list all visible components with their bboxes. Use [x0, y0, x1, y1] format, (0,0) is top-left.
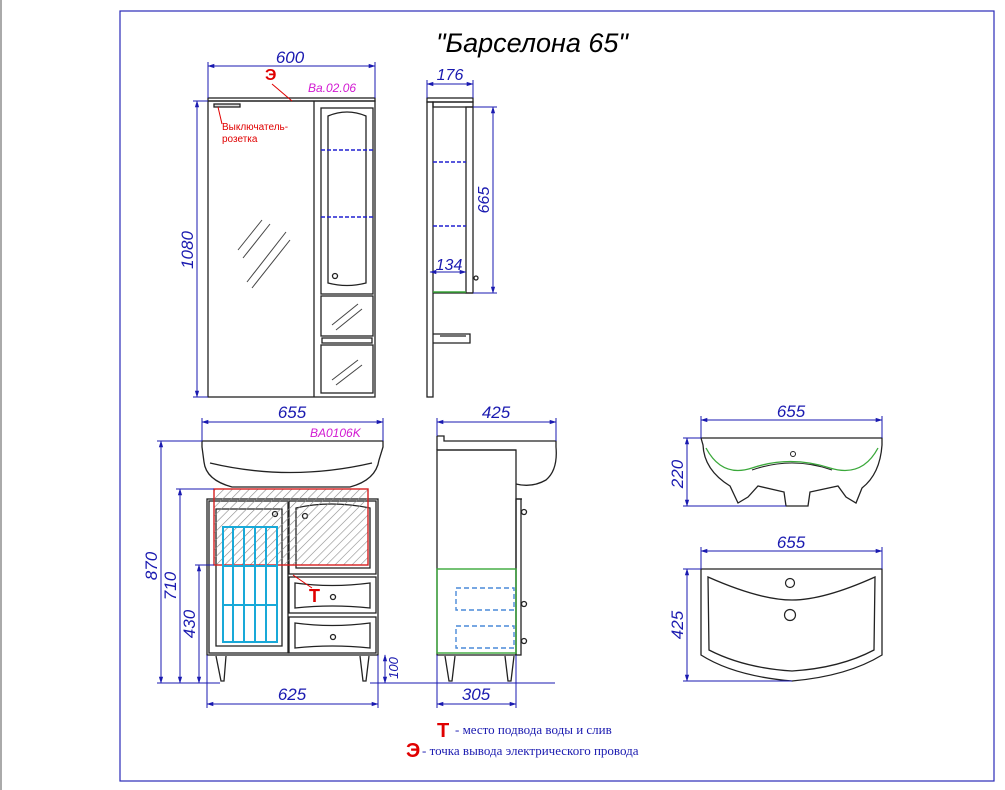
dim-vanity-total-height-label: 870	[142, 551, 161, 580]
dim-sink-top-width	[700, 547, 883, 569]
electric-marker: Э	[265, 67, 276, 84]
dim-vanity-depth-top	[436, 418, 557, 441]
dim-vanity-depth-bottom-label: 305	[462, 685, 491, 704]
dim-mirror-width-label: 600	[276, 48, 305, 67]
dim-vanity-total-height	[157, 440, 220, 684]
vanity-side	[436, 435, 557, 682]
dim-vanity-inner-height-label: 430	[180, 609, 199, 638]
water-marker: Т	[309, 586, 320, 606]
dim-shelf-depth-label: 134	[436, 257, 463, 274]
dim-vanity-depth-bottom	[436, 655, 517, 708]
dim-cabinet-height-label: 665	[476, 187, 493, 214]
dim-sink-top-width-label: 655	[777, 533, 806, 552]
sink-bowl-inner	[751, 462, 833, 471]
legend-water-text: - место подвода воды и слив	[455, 722, 612, 737]
dim-vanity-width-bottom	[206, 655, 379, 708]
electric-marker-leader	[271, 83, 293, 102]
dim-vanity-body-height	[176, 488, 214, 684]
mirror-cabinet-side	[426, 97, 479, 398]
dim-sink-front-width-label: 655	[777, 402, 806, 421]
dim-sink-top-depth-label: 425	[668, 610, 687, 639]
sink-front-view	[700, 437, 883, 507]
dim-mirror-height-label: 1080	[178, 231, 197, 269]
dim-mirror-width	[207, 62, 376, 98]
legend-electric-symbol: Э	[406, 740, 420, 762]
dim-sink-front-height-label: 220	[668, 459, 687, 489]
dim-leg-height-label: 100	[386, 656, 401, 678]
page-title: "Барселона 65"	[436, 28, 629, 58]
dim-mirror-depth-label: 176	[437, 67, 464, 84]
side-drawer-outlines	[455, 587, 515, 649]
dim-vanity-width-bottom-label: 625	[278, 685, 307, 704]
legend-electric-text: - точка вывода электрического провода	[422, 743, 639, 758]
switch-label-line1: Выключатель-	[222, 122, 288, 133]
dim-cabinet-height	[473, 106, 497, 294]
dim-vanity-width-top	[201, 418, 384, 441]
switch-label-line2: розетка	[222, 134, 258, 145]
legend-water-symbol: Т	[437, 720, 449, 742]
dim-vanity-body-height-label: 710	[161, 571, 180, 600]
switch-leader	[217, 106, 223, 125]
dim-sink-top-depth	[683, 568, 792, 682]
dim-mirror-height	[193, 100, 208, 398]
sink-top-view	[700, 568, 883, 682]
vanity-code: BA0106K	[310, 426, 362, 440]
sink-top-drain	[783, 608, 797, 622]
dim-vanity-width-top-label: 655	[278, 403, 307, 422]
mirror-reflection-strokes	[237, 219, 363, 386]
dim-mirror-depth	[426, 80, 474, 98]
sheet-frame	[119, 10, 995, 782]
laundry-basket	[222, 526, 278, 643]
side-basket-zone	[436, 568, 517, 654]
dim-vanity-depth-top-label: 425	[482, 403, 511, 422]
water-marker-leader	[292, 574, 313, 589]
sink-bowl-outline	[705, 447, 879, 472]
dim-sink-front-width	[700, 416, 883, 438]
mirror-cabinet-code: Ba.02.06	[308, 81, 356, 95]
dim-sink-front-height	[683, 437, 786, 507]
dim-vanity-inner-height	[195, 564, 214, 684]
dim-leg-height	[370, 654, 555, 684]
sink-faucet-hole	[790, 451, 796, 457]
sink-top-faucet-hole	[784, 577, 796, 589]
